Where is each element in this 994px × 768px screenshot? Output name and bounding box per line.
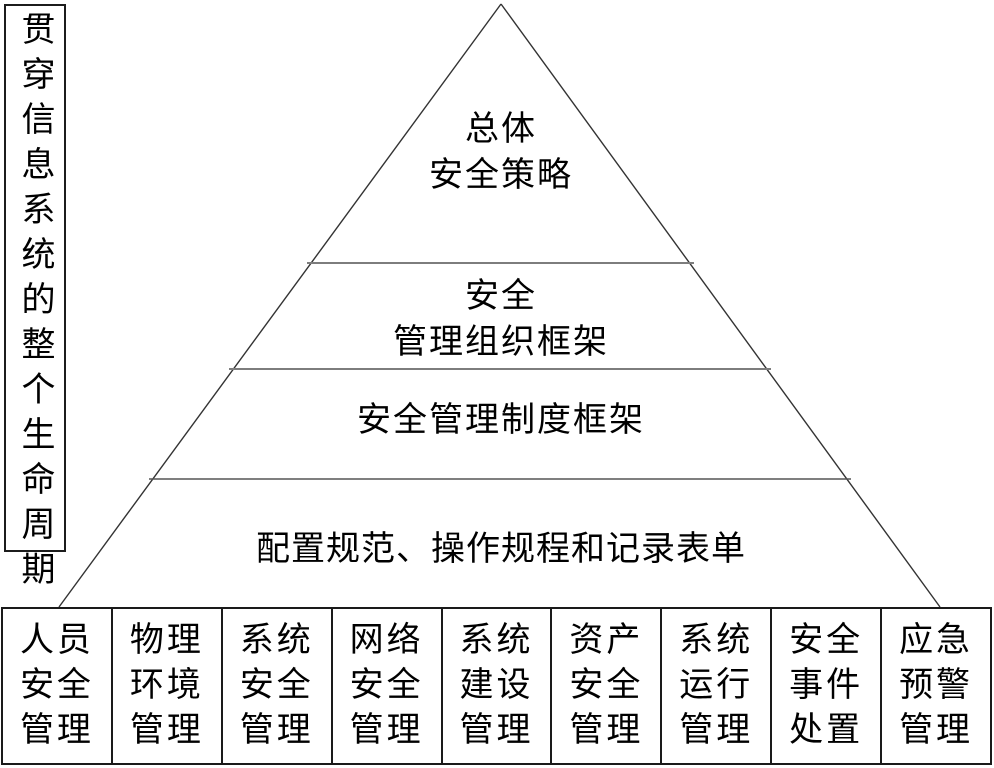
pyramid-level-4-label: 配置规范、操作规程和记录表单 <box>256 529 746 569</box>
lifecycle-note-box: 贯穿信息系统的整个生命周期 <box>4 4 66 596</box>
domain-box-label: 物理 环境 管理 <box>129 620 204 750</box>
domain-box-label: 系统 建设 管理 <box>459 620 534 750</box>
domain-box-system-operation-management: 系统 运行 管理 <box>662 609 773 763</box>
pyramid-right-edge <box>500 3 941 608</box>
pyramid-level-2-label: 安全 管理组织框架 <box>393 276 609 362</box>
domain-box-label: 网络 安全 管理 <box>349 620 424 750</box>
domain-box-system-security-management: 系统 安全 管理 <box>223 609 333 763</box>
domain-box-security-incident-handling: 安全 事件 处置 <box>772 609 883 763</box>
domain-box-emergency-warning-management: 应急 预警 管理 <box>882 609 990 763</box>
domain-box-label: 安全 事件 处置 <box>789 620 864 750</box>
domain-box-label: 应急 预警 管理 <box>899 620 974 750</box>
pyramid-left-edge <box>58 3 502 608</box>
domain-box-physical-environment-management: 物理 环境 管理 <box>113 609 223 763</box>
domain-box-label: 系统 运行 管理 <box>679 620 754 750</box>
domain-box-network-security-management: 网络 安全 管理 <box>333 609 443 763</box>
pyramid-level-3-label: 安全管理制度框架 <box>357 400 645 440</box>
domain-box-personnel-security-management: 人员 安全 管理 <box>3 609 113 763</box>
lifecycle-note-text: 贯穿信息系统的整个生命周期 <box>15 11 55 596</box>
management-domains-row: 人员 安全 管理 物理 环境 管理 系统 安全 管理 网络 安全 管理 系统 建… <box>1 607 992 765</box>
domain-box-asset-security-management: 资产 安全 管理 <box>552 609 663 763</box>
pyramid-level-1-label: 总体 安全策略 <box>429 109 573 195</box>
domain-box-label: 人员 安全 管理 <box>19 620 94 750</box>
domain-box-label: 资产 安全 管理 <box>569 620 644 750</box>
domain-box-label: 系统 安全 管理 <box>239 620 314 750</box>
domain-box-system-construction-management: 系统 建设 管理 <box>443 609 553 763</box>
